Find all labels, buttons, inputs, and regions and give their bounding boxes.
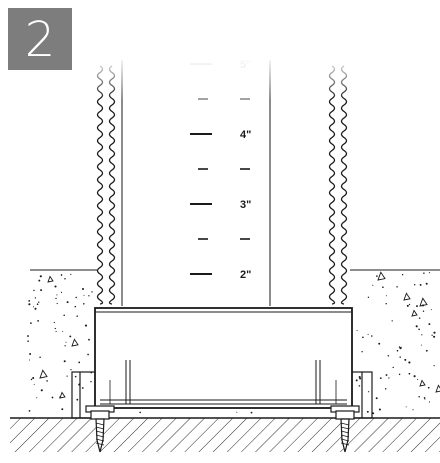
screws — [85, 405, 360, 453]
top-fade — [80, 55, 380, 100]
step-number: 2 — [24, 12, 56, 68]
corrugated-sides — [96, 65, 348, 305]
step-badge: 2 — [8, 8, 72, 70]
base-box — [94, 307, 353, 409]
screw — [330, 405, 360, 453]
ruler-label: 3" — [240, 199, 251, 211]
screw — [85, 405, 115, 453]
ruler-label: 4" — [240, 129, 251, 141]
concrete-texture — [27, 271, 440, 415]
subfloor — [10, 417, 440, 452]
ruler-label: 2" — [240, 269, 251, 281]
center-column — [121, 60, 271, 306]
